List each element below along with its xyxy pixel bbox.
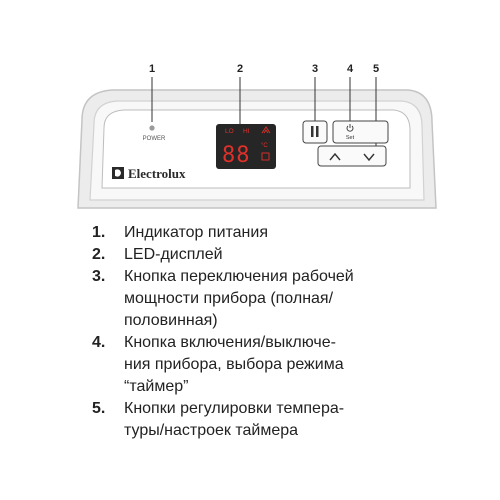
power-indicator-icon [149,125,155,131]
legend-text: LED-дисплей [124,246,223,263]
on-off-timer-button[interactable] [332,120,389,144]
legend-text: Кнопки регулировки темпера- туры/настрое… [124,400,345,439]
power-label: POWER [143,136,166,142]
led-display [216,124,276,169]
set-label: Set [346,135,355,141]
legend-list: 1. Индикатор питания 2. LED-дисплей 3. К… [92,222,492,442]
control-panel-diagram: 1 2 3 4 5 POWER LO HI 88 °C Set [77,63,437,209]
callout-4: 4 [347,63,354,75]
legend-text: Кнопка включения/выключе- ния прибора, в… [124,334,344,395]
on-off-icon [346,124,354,132]
legend-item: 1. Индикатор питания [92,222,492,244]
power-level-button[interactable] [302,120,328,144]
callout-1: 1 [149,63,155,75]
legend-number: 4. [92,334,106,351]
chevron-down-icon [363,153,375,162]
legend-text: Кнопка переключения рабочей мощности при… [124,268,354,329]
legend-number: 1. [92,224,106,241]
legend-item: 5. Кнопки регулировки темпера- туры/наст… [92,398,492,442]
display-digits: 88 [222,143,251,168]
temp-up-button[interactable] [320,148,350,164]
legend-item: 3. Кнопка переключения рабочей мощности … [92,266,492,332]
legend-number: 5. [92,400,106,417]
callout-3: 3 [312,63,318,75]
chevron-up-icon [329,152,341,161]
display-heat-icon [261,126,271,134]
power-level-icon [311,126,319,137]
legend-number: 2. [92,246,106,263]
electrolux-logo-icon [112,167,124,179]
display-hi: HI [243,128,250,135]
legend-text: Индикатор питания [124,224,268,241]
temp-down-button[interactable] [354,148,384,164]
legend-item: 4. Кнопка включения/выключе- ния прибора… [92,332,492,398]
brand-name: Electrolux [128,166,186,181]
legend-item: 2. LED-дисплей [92,244,492,266]
callout-2: 2 [237,63,243,75]
legend-number: 3. [92,268,106,285]
display-degree: °C [261,143,268,149]
display-timer-icon [261,152,270,161]
display-lo: LO [225,128,234,135]
callout-5: 5 [373,63,379,75]
